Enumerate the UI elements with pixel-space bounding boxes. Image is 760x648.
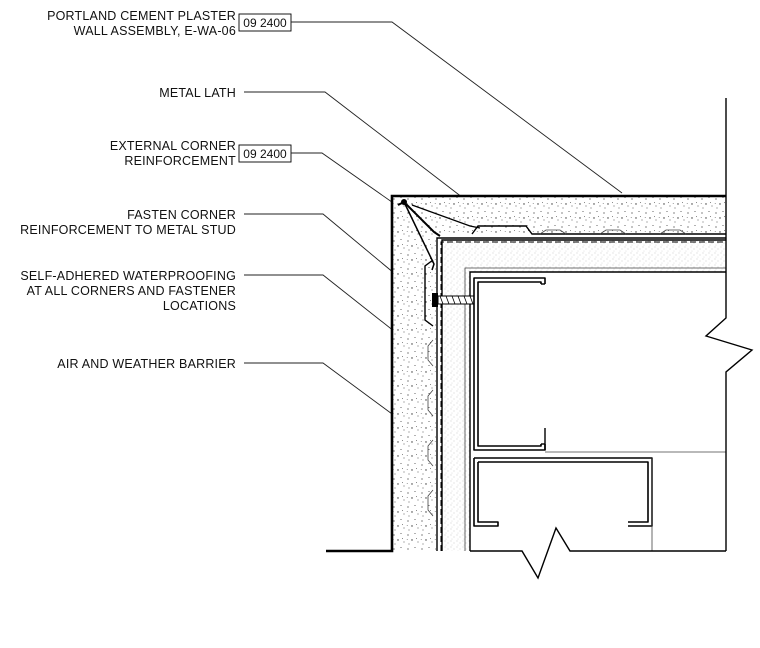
callout-text: AT ALL CORNERS AND FASTENER bbox=[27, 284, 236, 298]
lath-rib bbox=[659, 229, 687, 235]
metal-stud-horizontal-inner bbox=[478, 461, 649, 523]
corner-reinforcement bbox=[397, 200, 441, 237]
leader-line bbox=[291, 152, 400, 208]
metal-stud-vertical-inner bbox=[477, 281, 542, 447]
lath-rib bbox=[427, 439, 434, 467]
callout-text: WALL ASSEMBLY, E-WA-06 bbox=[74, 24, 236, 38]
callout-metal-lath: METAL LATH bbox=[159, 86, 498, 225]
sheathing-inner bbox=[469, 271, 726, 551]
sheathing-layer bbox=[442, 240, 726, 551]
lath-rib bbox=[539, 229, 567, 235]
break-line-bottom bbox=[470, 526, 726, 580]
spec-tag-box bbox=[238, 13, 292, 32]
callout-plaster-assembly: PORTLAND CEMENT PLASTER WALL ASSEMBLY, E… bbox=[47, 9, 623, 194]
plaster-layer bbox=[392, 196, 726, 551]
callout-waterproofing: SELF-ADHERED WATERPROOFING AT ALL CORNER… bbox=[20, 269, 429, 359]
callout-text: EXTERNAL CORNER bbox=[110, 139, 236, 153]
sheathing-outer bbox=[441, 239, 726, 551]
spec-tag-box bbox=[238, 144, 292, 163]
callout-text: REINFORCEMENT bbox=[124, 154, 236, 168]
lath-line bbox=[436, 237, 726, 551]
air-barrier-line bbox=[440, 241, 726, 551]
callout-fasten-corner: FASTEN CORNER REINFORCEMENT TO METAL STU… bbox=[20, 208, 425, 299]
leader-line bbox=[291, 21, 623, 194]
leader-line bbox=[244, 213, 425, 299]
wall-section bbox=[326, 98, 754, 580]
plaster-face bbox=[326, 194, 726, 553]
corner-bead bbox=[401, 199, 407, 205]
corner-reinforcement-flange bbox=[411, 204, 481, 229]
leader-line bbox=[244, 91, 498, 225]
callout-text: PORTLAND CEMENT PLASTER bbox=[47, 9, 236, 23]
sheathing-layer-line bbox=[464, 267, 726, 551]
lath-rib bbox=[427, 339, 434, 367]
spec-tag: 09 2400 bbox=[243, 147, 287, 161]
lath-rib bbox=[427, 389, 434, 417]
spec-tag: 09 2400 bbox=[243, 16, 287, 30]
callout-text: SELF-ADHERED WATERPROOFING bbox=[20, 269, 236, 283]
metal-stud-horizontal-flange bbox=[473, 458, 499, 527]
corner-reinforcement-flange bbox=[403, 201, 435, 271]
callout-text: AIR AND WEATHER BARRIER bbox=[57, 357, 236, 371]
callout-text: LOCATIONS bbox=[163, 299, 236, 313]
lath-rib bbox=[471, 225, 726, 235]
callout-external-corner: EXTERNAL CORNER REINFORCEMENT 09 2400 bbox=[110, 139, 400, 208]
lath-rib bbox=[424, 259, 434, 327]
callout-text: FASTEN CORNER bbox=[127, 208, 236, 222]
callout-text: METAL LATH bbox=[159, 86, 236, 100]
lath-rib bbox=[599, 229, 627, 235]
callout-text: REINFORCEMENT TO METAL STUD bbox=[20, 223, 236, 237]
lath-rib bbox=[427, 489, 434, 517]
callout-air-barrier: AIR AND WEATHER BARRIER bbox=[57, 357, 431, 443]
break-line-right bbox=[704, 98, 754, 551]
